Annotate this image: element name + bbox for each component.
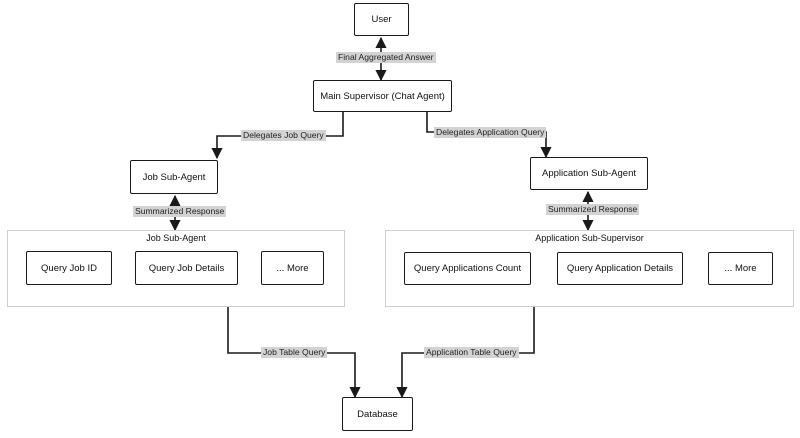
application-more-node[interactable]: ... More: [708, 252, 773, 285]
label-delegates-job-query: Delegates Job Query: [241, 130, 326, 141]
label-application-summarized-response: Summarized Response: [546, 204, 640, 215]
application-group-title: Application Sub-Supervisor: [535, 233, 644, 243]
job-group-title: Job Sub-Agent: [146, 233, 206, 243]
label-job-summarized-response: Summarized Response: [133, 206, 227, 217]
main-supervisor-node[interactable]: Main Supervisor (Chat Agent): [313, 80, 452, 112]
label-final-aggregated-answer: Final Aggregated Answer: [336, 52, 436, 63]
application-sub-agent-node[interactable]: Application Sub-Agent: [530, 157, 648, 190]
query-application-details-node[interactable]: Query Application Details: [557, 252, 683, 285]
label-application-table-query: Application Table Query: [424, 347, 519, 358]
label-job-table-query: Job Table Query: [261, 347, 328, 358]
user-node[interactable]: User: [354, 3, 409, 36]
job-sub-agent-node[interactable]: Job Sub-Agent: [130, 160, 218, 194]
query-job-details-node[interactable]: Query Job Details: [135, 251, 238, 285]
label-delegates-application-query: Delegates Application Query: [434, 127, 547, 138]
query-applications-count-node[interactable]: Query Applications Count: [404, 252, 531, 285]
database-node[interactable]: Database: [342, 397, 413, 431]
job-more-node[interactable]: ... More: [261, 251, 324, 285]
query-job-id-node[interactable]: Query Job ID: [26, 251, 112, 285]
